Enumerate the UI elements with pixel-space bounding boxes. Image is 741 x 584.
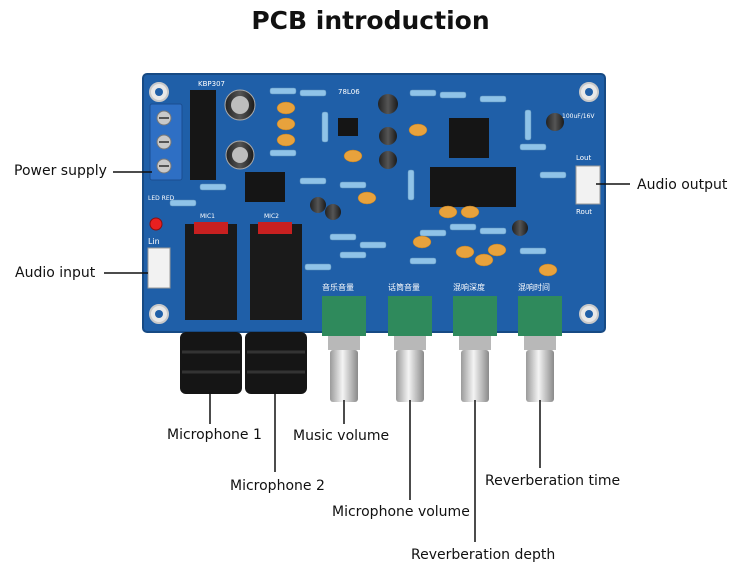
resistors [169, 87, 567, 271]
ic-label: KBP307 [198, 80, 225, 88]
label-audio-output: Audio output [637, 177, 728, 193]
page-title: PCB introduction [251, 6, 490, 35]
led-indicator: LED RED [148, 195, 175, 231]
leader-lines [104, 171, 630, 542]
mic2-label: MIC2 [264, 213, 279, 220]
potentiometer-music-volume: 音乐音量 [322, 282, 366, 402]
potentiometer-reverberation-depth: 混响深度 [453, 282, 497, 402]
lin-label: Lin [148, 237, 160, 246]
microphone-jack-2: MIC2 [245, 213, 307, 394]
audio-output-connector: Lout Rout 100uF/16V [562, 113, 601, 216]
label-reverberation-time: Reverberation time [485, 473, 621, 489]
mounting-holes [149, 82, 599, 324]
audio-input-connector: Lin [147, 237, 171, 289]
potentiometer-microphone-volume: 话筒音量 [388, 282, 432, 402]
label-music-volume: Music volume [293, 428, 390, 444]
bridge-rectifier: KBP307 [190, 80, 225, 180]
mic1-label: MIC1 [200, 213, 215, 220]
label-microphone-1: Microphone 1 [167, 427, 262, 443]
label-reverberation-depth: Reverberation depth [411, 547, 556, 563]
led-label: LED RED [148, 195, 175, 202]
rout-label: Rout [576, 208, 592, 216]
label-microphone-2: Microphone 2 [230, 478, 325, 494]
ceramic-capacitors [276, 101, 558, 277]
label-audio-input: Audio input [15, 265, 96, 281]
microphone-jack-1: MIC1 [180, 213, 242, 394]
pot-label-3: 混响深度 [453, 282, 485, 292]
potentiometer-reverberation-time: 混响时间 [518, 282, 562, 402]
power-terminal [149, 103, 183, 181]
label-microphone-volume: Microphone volume [332, 504, 470, 520]
regulator-label: 78L06 [338, 88, 360, 96]
pot-label-2: 话筒音量 [388, 282, 420, 292]
cap-label: 100uF/16V [562, 113, 595, 120]
integrated-circuits: 78L06 [245, 88, 516, 207]
lout-label: Lout [576, 154, 591, 162]
pot-label-1: 音乐音量 [322, 282, 354, 292]
electrolytic-capacitors [224, 89, 564, 236]
pot-label-4: 混响时间 [518, 282, 550, 292]
label-power-supply: Power supply [14, 163, 107, 179]
